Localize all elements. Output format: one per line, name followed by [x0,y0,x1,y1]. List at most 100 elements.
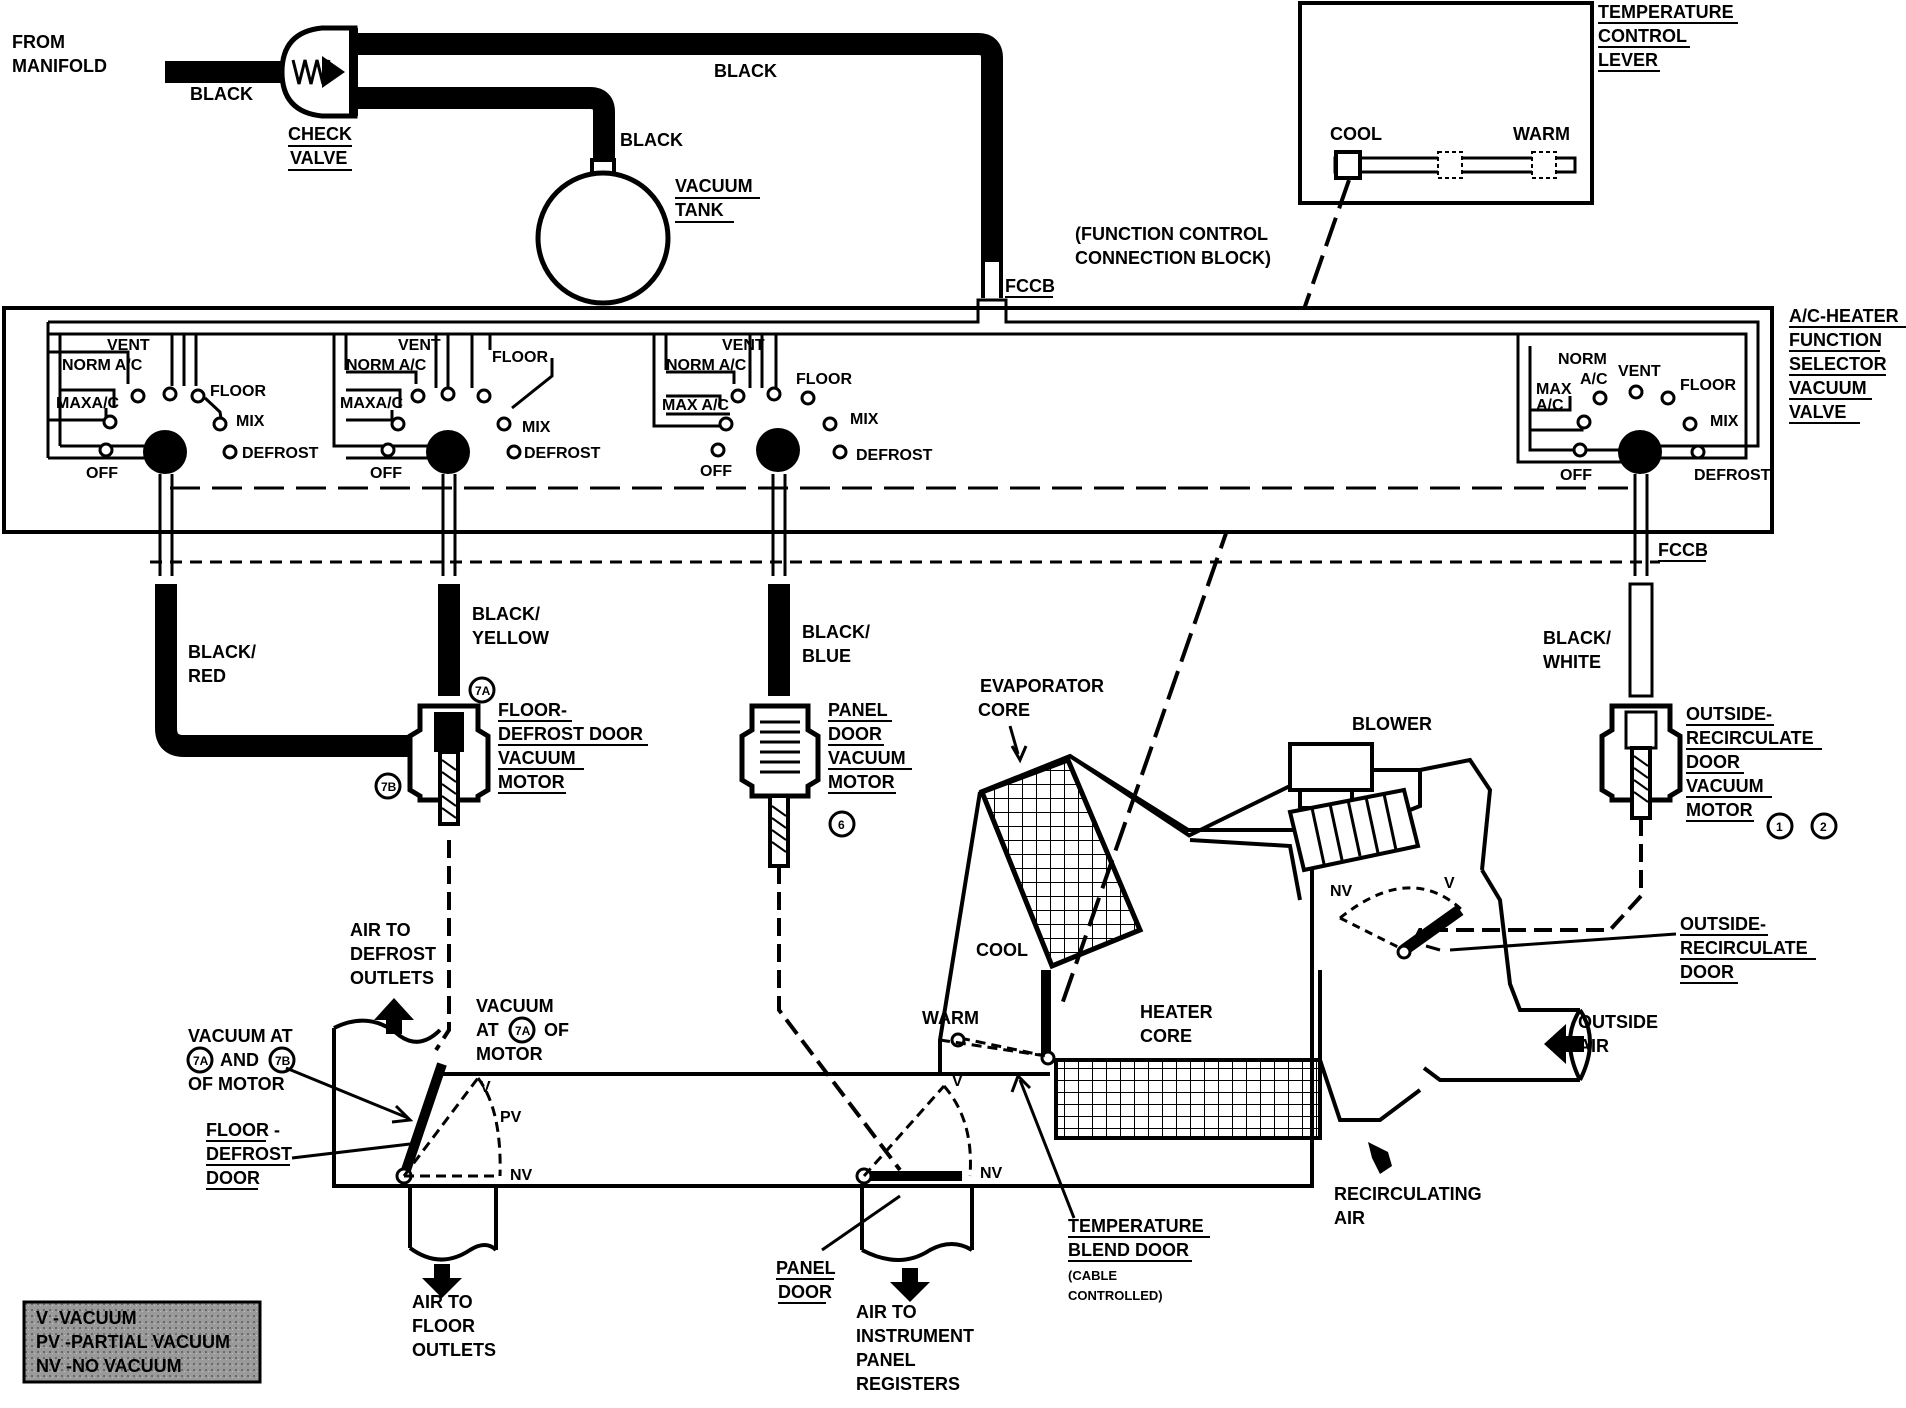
s4-max: MAX [1536,381,1572,398]
s1-norm: NORM A/C [62,357,143,374]
floor-outlets-label-2: FLOOR [412,1316,475,1336]
s2-mix: MIX [522,419,551,436]
blend-warm-label: WARM [922,1008,979,1028]
vac-at-7a-label-3: MOTOR [476,1044,543,1064]
s3-vent: VENT [722,337,765,354]
vac-at-7a-of: OF [544,1020,569,1040]
check-valve-label: CHECK [288,124,352,144]
blend-cool-label: COOL [976,940,1028,960]
s3-defrost: DEFROST [856,447,933,464]
outside-recirculate-door [1400,905,1464,955]
vac-ports-7a: 7A [193,1054,209,1068]
or-motor-label-3: DOOR [1686,752,1740,772]
legend: V -VACUUM PV -PARTIAL VACUUM NV -NO VACU… [22,1300,262,1384]
lever-warm-label: WARM [1513,124,1570,144]
legend-no-vacuum: NV -NO VACUUM [36,1356,182,1376]
outside-air-label-1: OUTSIDE [1578,1012,1658,1032]
heater-core-label-1: HEATER [1140,1002,1213,1022]
fccb-top-label: FCCB [1005,276,1055,296]
fd-door-label-2: DEFROST [206,1144,292,1164]
fd-door-label-3: DOOR [206,1168,260,1188]
hose-black-blue-label-2: BLUE [802,646,851,666]
blend-door-label-2: BLEND DOOR [1068,1240,1189,1260]
hose-black-inlet: BLACK [190,84,253,104]
panel-registers-label-4: REGISTERS [856,1374,960,1394]
recirc-door-nv-label: NV [1330,883,1353,900]
valve-section-2: VENT NORM A/C FLOOR MAXA/C MIX DEFROST O… [332,334,601,482]
valve-section-1: VENT NORM A/C FLOOR MAXA/C MIX DEFROST O… [48,334,319,482]
vac-ports-7b: 7B [275,1054,291,1068]
valve-section-4: NORM A/C VENT FLOOR MAX A/C MIX DEFROST … [1516,334,1771,484]
fd-door-nv-label: NV [510,1167,533,1184]
hose-black-yellow-label: BLACK/ [472,604,540,624]
heater-core [1054,1058,1322,1140]
selector-title-3: SELECTOR [1789,354,1887,374]
fd-motor-label-2: DEFROST DOOR [498,724,643,744]
ref-1-icon [1766,812,1794,840]
selector-outlets [150,474,1660,576]
from-manifold-label-2: MANIFOLD [12,56,107,76]
hose-black-white-label-2: WHITE [1543,652,1601,672]
ref-2-icon [1810,812,1838,840]
panel-door-linkage [777,866,902,1172]
panel-motor-label-1: PANEL [828,700,888,720]
legend-vacuum: V -VACUUM [36,1308,137,1328]
selector-title-1: A/C-HEATER [1789,306,1899,326]
s4-vent: VENT [1618,363,1661,380]
fccb-note-2: CONNECTION BLOCK) [1075,248,1271,268]
temp-lever-title-2: CONTROL [1598,26,1687,46]
selector-title-4: VACUUM [1789,378,1867,398]
recirc-air-label-1: RECIRCULATING [1334,1184,1482,1204]
panel-door-label-1: PANEL [776,1258,836,1278]
heater-core-label-2: CORE [1140,1026,1192,1046]
legend-partial-vacuum: PV -PARTIAL VACUUM [36,1332,230,1352]
check-valve-label-2: VALVE [290,148,347,168]
blend-door-label-4: CONTROLLED) [1068,1288,1163,1303]
air-flow-arrows [374,944,1584,1302]
check-valve [279,25,358,119]
evaporator-label-1: EVAPORATOR [980,676,1104,696]
s2-floor: FLOOR [492,349,548,366]
hose-black-white-label: BLACK/ [1543,628,1611,648]
hose-black-blue-label: BLACK/ [802,622,870,642]
hose-black-tank-label: BLACK [620,130,683,150]
fd-door-pv-label: PV [500,1109,522,1126]
fd-door-label-1: FLOOR - [206,1120,280,1140]
ref-6-label: 6 [838,818,845,832]
recirc-door-label-3: DOOR [1680,962,1734,982]
evaporator-label-2: CORE [978,700,1030,720]
or-motor-label-1: OUTSIDE- [1686,704,1772,724]
recirc-air-label-2: AIR [1334,1208,1365,1228]
recirc-door-label-1: OUTSIDE- [1680,914,1766,934]
or-motor-label-2: RECIRCULATE [1686,728,1814,748]
hose-black-tank [356,87,615,162]
port-7b-icon [374,772,402,800]
s4-max-ac: A/C [1536,397,1564,414]
hose-black-yellow-label-2: YELLOW [472,628,549,648]
panel-motor-label-4: MOTOR [828,772,895,792]
s4-off: OFF [1560,467,1592,484]
vac-at-7a-port: 7A [515,1024,531,1038]
port-7b-label: 7B [381,780,397,794]
valve-section-3: VENT NORM A/C FLOOR MAX A/C MIX DEFROST … [652,334,933,480]
vac-at-7a-label-1: VACUUM [476,996,554,1016]
panel-door-vacuum-motor [739,703,821,868]
hose-black-top-label: BLACK [714,61,777,81]
fccb-note-1: (FUNCTION CONTROL [1075,224,1268,244]
recirc-door-v-label: V [1444,875,1455,892]
hose-black-red-label: BLACK/ [188,642,256,662]
hose-black-red [155,584,422,757]
vacuum-tank-label: VACUUM [675,176,753,196]
vac-ports-and: AND [220,1050,259,1070]
floor-outlets-label-1: AIR TO [412,1292,473,1312]
lever-cool-label: COOL [1330,124,1382,144]
blower-motor [1288,742,1374,792]
port-7a-label: 7A [475,684,491,698]
selector-title-2: FUNCTION [1789,330,1882,350]
hose-black-top [356,33,1003,262]
panel-registers-label-3: PANEL [856,1350,916,1370]
s4-defrost: DEFROST [1694,467,1771,484]
vac-ports-label-3: OF MOTOR [188,1074,285,1094]
fccb-bottom-label: FCCB [1658,540,1708,560]
